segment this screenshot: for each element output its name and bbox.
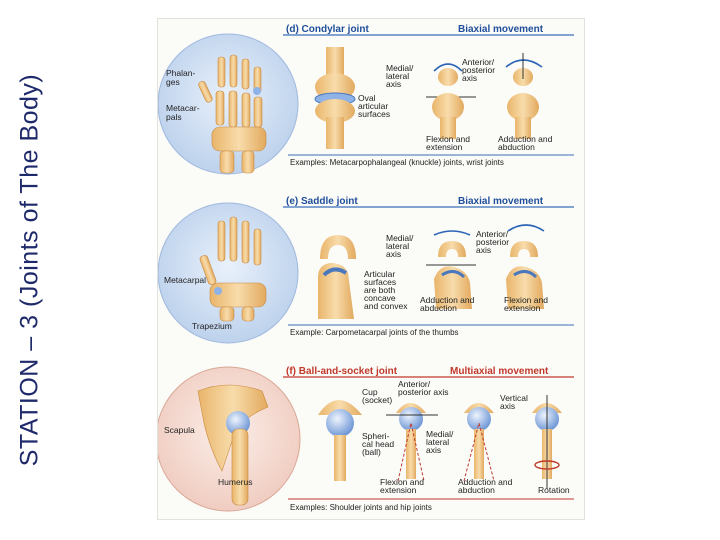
art-surfaces-label-5: and convex [364, 301, 408, 311]
panel-e-movement: Biaxial movement [458, 196, 544, 207]
panel-d-examples: Examples: Metacarpophalangeal (knuckle) … [290, 158, 504, 167]
e-move1-label-2: abduction [420, 303, 457, 313]
scapula-label: Scapula [164, 425, 195, 435]
joint-diagram: (d) Condylar joint Biaxial movement Phal… [158, 19, 584, 519]
panel-d-joint-model [315, 47, 355, 149]
e-move2-label-2: extension [504, 303, 541, 313]
f-move2-label-2: abduction [458, 485, 495, 495]
panel-f-movement: Multiaxial movement [450, 366, 549, 377]
cup-label-2: (socket) [362, 395, 392, 405]
d-move2-label-2: abduction [498, 142, 535, 152]
panel-ball-socket: (f) Ball-and-socket joint Multiaxial mov… [158, 366, 574, 512]
head-label-3: (ball) [362, 447, 381, 457]
panel-f-movement-models [386, 395, 562, 489]
f-axis3-label-2: axis [500, 401, 515, 411]
slide-title: STATION – 3 (Joints of The Body) [16, 74, 45, 467]
slide-title-container: STATION – 3 (Joints of The Body) [0, 0, 58, 540]
oval-surfaces-label-3: surfaces [358, 109, 390, 119]
panel-e-title: (e) Saddle joint [286, 196, 358, 207]
panel-e-examples: Example: Carpometacarpal joints of the t… [290, 328, 459, 337]
e-axis1-label-3: axis [386, 249, 401, 259]
e-axis2-label-3: axis [476, 245, 491, 255]
joint-figure: (d) Condylar joint Biaxial movement Phal… [157, 18, 585, 520]
metacarpals-label-2: pals [166, 112, 182, 122]
humerus-label: Humerus [218, 477, 252, 487]
panel-condylar: (d) Condylar joint Biaxial movement Phal… [158, 24, 574, 174]
panel-e-joint-model [318, 235, 356, 319]
d-move1-label-2: extension [426, 142, 463, 152]
panel-d-joint-highlight [253, 87, 261, 95]
panel-f-title: (f) Ball-and-socket joint [286, 366, 398, 377]
panel-saddle: (e) Saddle joint Biaxial movement Metaca… [158, 196, 574, 343]
panel-e-joint-highlight [214, 287, 222, 295]
d-axis1-label-3: axis [386, 79, 401, 89]
d-axis2-label-3: axis [462, 73, 477, 83]
trapezium-label: Trapezium [192, 321, 232, 331]
panel-d-movement: Biaxial movement [458, 24, 544, 35]
f-move1-label-2: extension [380, 485, 417, 495]
panel-f-examples: Examples: Shoulder joints and hip joints [290, 503, 432, 512]
f-move3-label: Rotation [538, 485, 570, 495]
metacarpal-label: Metacarpal [164, 275, 206, 285]
panel-f-joint-model [318, 400, 362, 481]
phalanges-label-2: ges [166, 77, 180, 87]
f-axis1-label-2: posterior axis [398, 387, 449, 397]
panel-d-title: (d) Condylar joint [286, 24, 369, 35]
f-axis2-label-3: axis [426, 445, 441, 455]
